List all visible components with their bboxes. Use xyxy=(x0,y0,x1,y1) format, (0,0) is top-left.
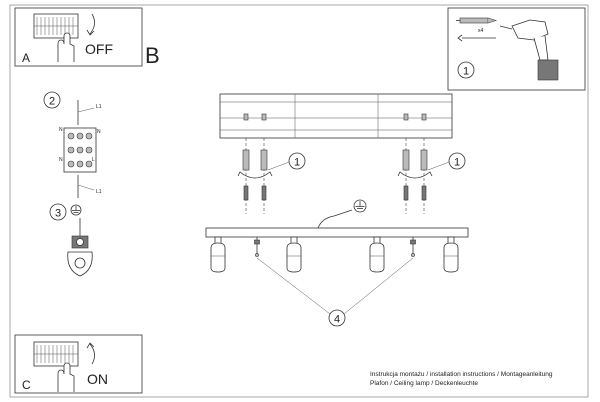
callout-screw-right xyxy=(448,152,466,170)
panel-a: A OFF xyxy=(14,7,143,67)
callout-bulbs-number: 4 xyxy=(334,314,340,326)
lamp-fixture xyxy=(205,199,469,273)
footer-product: Plafon / Ceiling lamp / Deckenleuchte xyxy=(370,380,478,387)
ground-symbol-icon xyxy=(353,199,367,213)
wire-label-l-mid: L xyxy=(92,157,95,163)
main-step-letter: B xyxy=(145,43,160,68)
drill-icon xyxy=(499,19,559,81)
spotlight xyxy=(369,236,385,273)
hand-icon xyxy=(57,32,75,62)
ground-symbol-icon xyxy=(70,204,82,216)
step3-number: 3 xyxy=(55,208,61,220)
screw-assembly-left xyxy=(237,138,273,214)
lamp-base-bar xyxy=(205,227,469,238)
down-arrow-icon xyxy=(86,13,95,36)
switch-on-label: ON xyxy=(87,371,108,387)
step3-badge xyxy=(49,203,67,221)
ceiling-block xyxy=(219,93,453,139)
wire-label-n-left: N xyxy=(59,127,63,133)
screw-icon xyxy=(457,34,496,42)
panel-c-letter: C xyxy=(22,378,31,392)
callout-bulbs xyxy=(328,309,346,327)
callout-screw-left-number: 1 xyxy=(294,157,300,169)
mounting-screw xyxy=(254,237,260,257)
step1-badge xyxy=(457,61,475,79)
switchboard-icon xyxy=(33,341,79,367)
spotlight xyxy=(286,236,302,273)
callout-screw-right-number: 1 xyxy=(454,157,460,169)
spotlight xyxy=(443,236,459,273)
ground-detail: 3 xyxy=(49,203,93,277)
wire-label-n-right: N xyxy=(97,129,101,135)
step2-number: 2 xyxy=(49,96,55,108)
screw-assembly-right xyxy=(397,138,433,214)
wire-label-l-bottom: L1 xyxy=(96,189,102,195)
switch-off-label: OFF xyxy=(85,41,113,57)
connector-detail: 2 L1 N N L N L1 xyxy=(43,91,102,198)
wire-label-n-mid: N xyxy=(59,157,63,163)
wall-plug-icon xyxy=(456,17,498,24)
footer-instructions: Instrukcja montażu / installation instru… xyxy=(370,371,553,378)
panel-c: C ON xyxy=(14,334,143,394)
ground-lug-icon xyxy=(67,235,93,277)
screw-count-label: x4 xyxy=(478,28,484,34)
callout-screw-left xyxy=(288,152,306,170)
mounting-screw xyxy=(410,237,416,257)
switchboard-icon xyxy=(33,13,79,39)
step1-number: 1 xyxy=(463,66,469,78)
step2-badge xyxy=(43,91,61,109)
spotlight xyxy=(210,236,226,273)
panel-a-letter: A xyxy=(22,51,30,65)
wire-label-l-top: L1 xyxy=(96,104,102,110)
tools-panel: x4 1 xyxy=(447,7,586,91)
up-arrow-icon xyxy=(86,342,95,365)
hand-icon xyxy=(57,362,75,392)
sheet-border xyxy=(9,4,589,398)
